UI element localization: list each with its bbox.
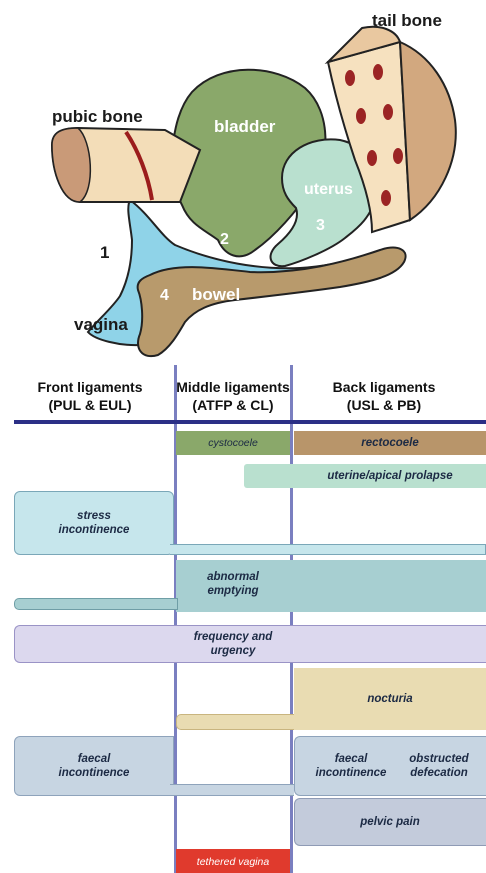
cystocoele-text: cystocoele — [176, 436, 290, 450]
uterine-apical-prolapse-text: uterine/apical prolapse — [294, 469, 486, 483]
faecal-incontinence-front-tail — [170, 784, 294, 796]
stress-incontinence-line1: stress — [14, 509, 174, 523]
faecal-back-line1: faecal — [306, 752, 396, 766]
back-ligaments-title: Back ligaments — [294, 378, 474, 396]
abnormal-emptying-line2: emptying — [176, 584, 290, 598]
tail-bone-label: tail bone — [372, 11, 442, 30]
bowel-label: bowel — [192, 285, 240, 304]
vagina-label: vagina — [74, 315, 128, 334]
stress-incontinence-tail — [170, 544, 486, 555]
pelvic-anatomy-illustration: pubic bone tail bone bladder uterus vagi… — [0, 0, 486, 360]
bladder-label: bladder — [214, 117, 276, 136]
number-1-label: 1 — [100, 243, 109, 262]
faecal-front-line1: faecal — [14, 752, 174, 766]
obstructed-line2: defecation — [396, 766, 482, 780]
obstructed-defecation-text: obstructed defecation — [396, 752, 482, 780]
middle-ligaments-sub: (ATFP & CL) — [176, 396, 290, 414]
front-ligaments-header: Front ligaments (PUL & EUL) — [10, 378, 170, 414]
nocturia-tail — [176, 714, 294, 730]
back-ligaments-sub: (USL & PB) — [294, 396, 474, 414]
number-3-label: 3 — [316, 217, 325, 234]
number-2-label: 2 — [220, 231, 229, 248]
faecal-front-line2: incontinence — [14, 766, 174, 780]
front-ligaments-title: Front ligaments — [10, 378, 170, 396]
middle-ligaments-header: Middle ligaments (ATFP & CL) — [176, 378, 290, 414]
frequency-urgency-line2: urgency — [176, 644, 290, 658]
back-ligaments-header: Back ligaments (USL & PB) — [294, 378, 474, 414]
tail-bone-side — [400, 42, 456, 220]
middle-ligaments-title: Middle ligaments — [176, 378, 290, 396]
header-divider — [14, 420, 486, 424]
pubic-bone-label: pubic bone — [52, 107, 143, 126]
faecal-incontinence-back-text: faecal incontinence — [306, 752, 396, 780]
abnormal-emptying-text: abnormal emptying — [176, 570, 290, 598]
pubic-bone-end — [52, 128, 90, 202]
pelvic-pain-text: pelvic pain — [294, 815, 486, 829]
stress-incontinence-text: stress incontinence — [14, 509, 174, 537]
obstructed-line1: obstructed — [396, 752, 482, 766]
frequency-urgency-text: frequency and urgency — [176, 630, 290, 658]
uterus-label: uterus — [304, 181, 353, 198]
abnormal-emptying-line1: abnormal — [176, 570, 290, 584]
stress-incontinence-line2: incontinence — [14, 523, 174, 537]
column-line-right — [290, 365, 293, 873]
tethered-vagina-text: tethered vagina — [176, 855, 290, 869]
nocturia-text: nocturia — [294, 692, 486, 706]
number-4-label: 4 — [160, 287, 169, 304]
front-ligaments-sub: (PUL & EUL) — [10, 396, 170, 414]
frequency-urgency-line1: frequency and — [176, 630, 290, 644]
abnormal-emptying-tail — [14, 598, 178, 610]
faecal-incontinence-front-text: faecal incontinence — [14, 752, 174, 780]
rectocoele-text: rectocoele — [294, 436, 486, 450]
faecal-back-line2: incontinence — [306, 766, 396, 780]
